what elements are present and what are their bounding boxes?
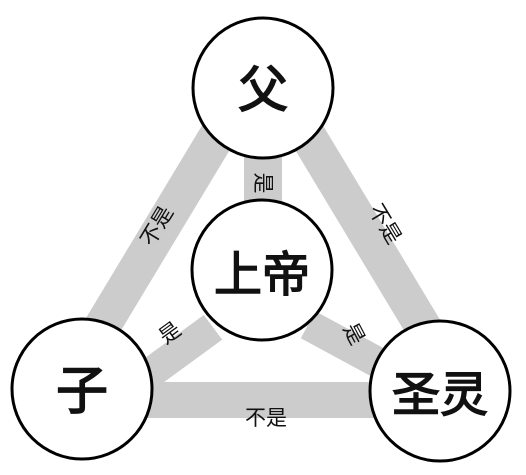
node-god: 上帝	[190, 198, 334, 342]
edge-label-son-spirit: 不是	[245, 406, 287, 430]
band-son-god	[138, 315, 223, 388]
band-spirit-god	[300, 311, 398, 383]
band-father-son	[78, 106, 245, 350]
node-label-son: 子	[56, 362, 108, 422]
node-label-god: 上帝	[214, 247, 310, 303]
node-spirit: 圣灵	[368, 319, 512, 463]
band-father-spirit	[280, 106, 447, 350]
edge-label-father-god: 是	[251, 173, 275, 194]
node-son: 子	[10, 317, 154, 461]
band-son-spirit	[79, 382, 445, 418]
node-label-father: 父	[238, 61, 288, 119]
node-father: 父	[191, 16, 335, 160]
node-label-spirit: 圣灵	[392, 367, 488, 423]
